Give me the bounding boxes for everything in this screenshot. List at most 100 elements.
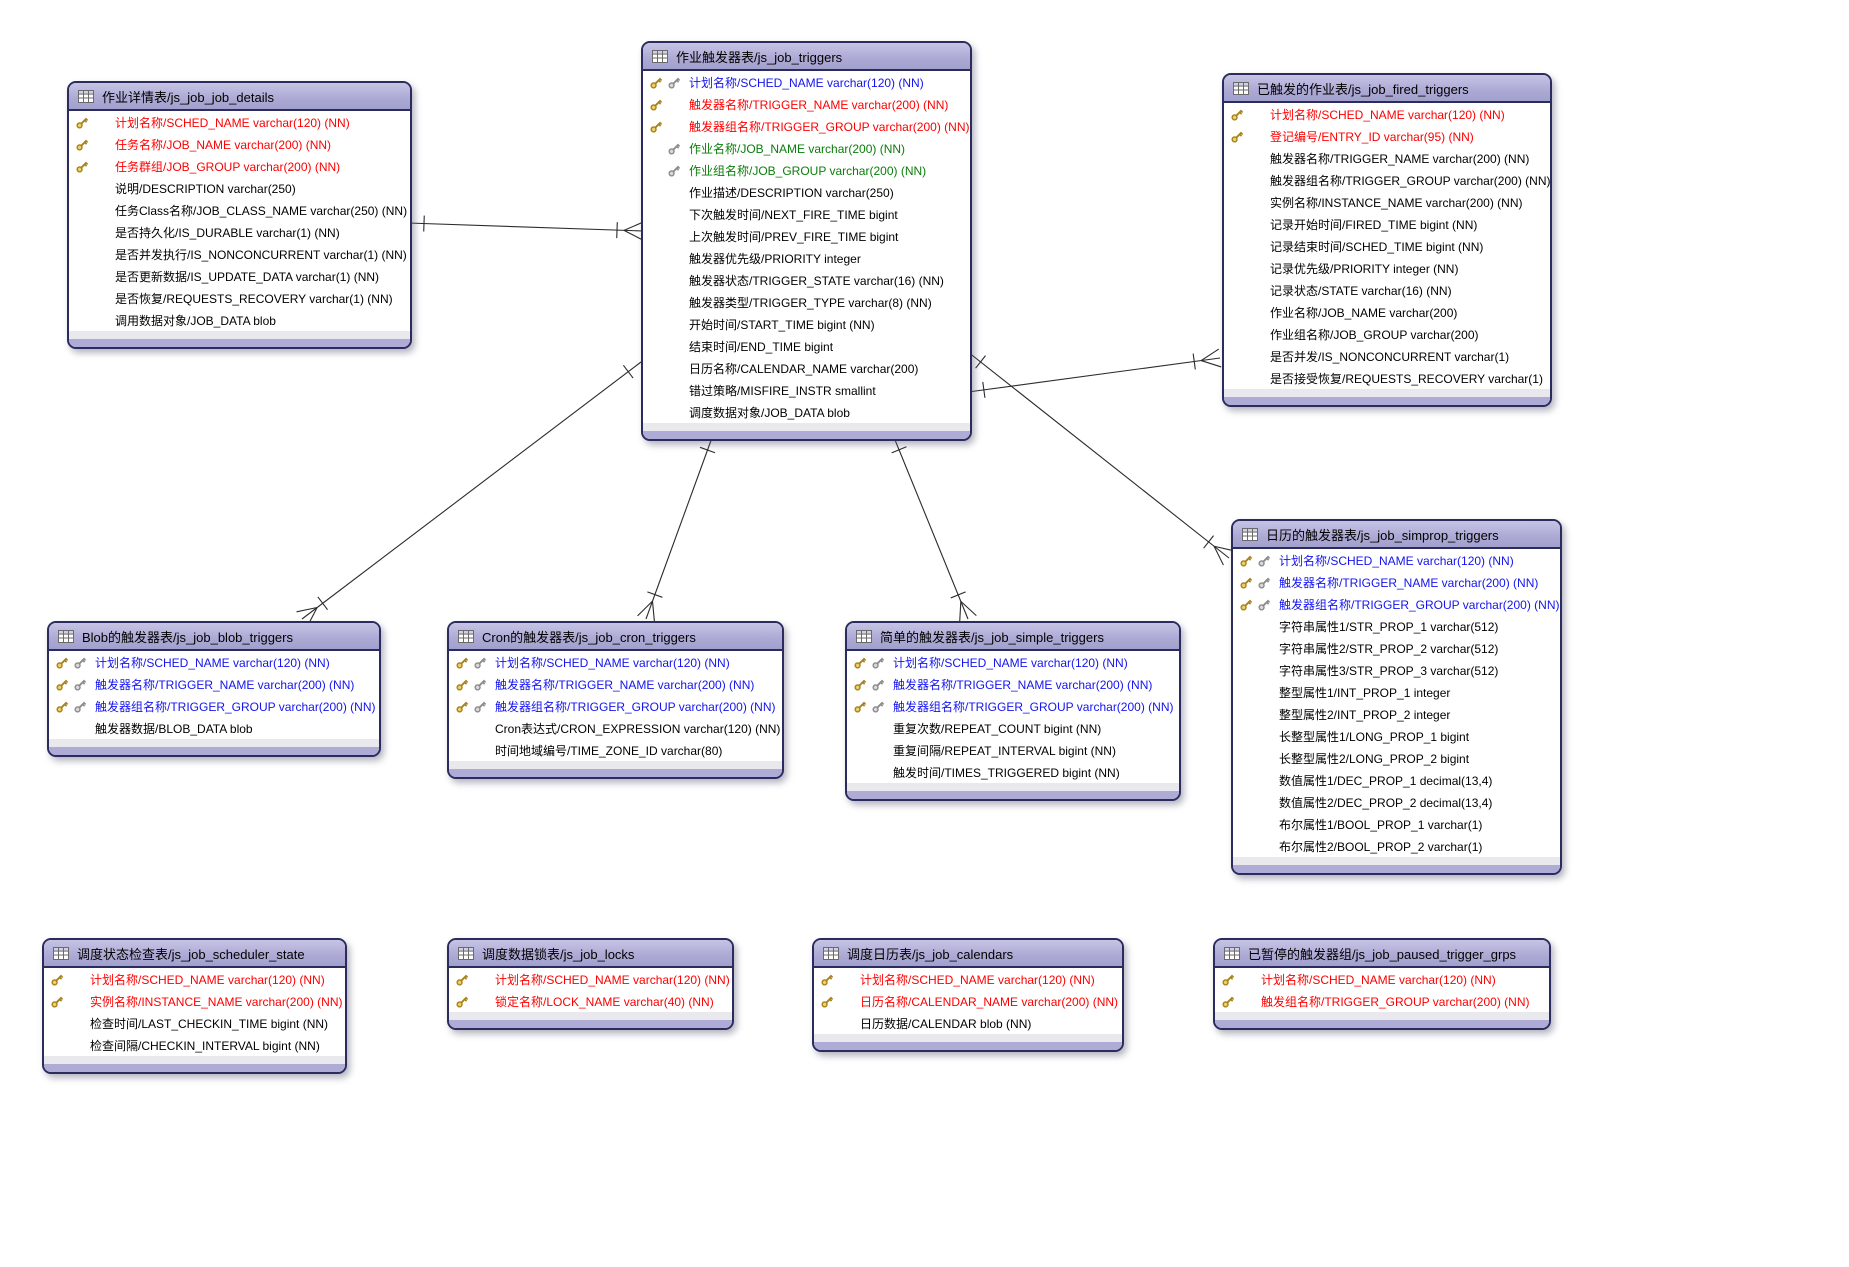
field-row[interactable]: 计划名称/SCHED_NAME varchar(120) (NN): [69, 111, 410, 133]
field-row[interactable]: 日历名称/CALENDAR_NAME varchar(200): [643, 357, 970, 379]
relationship-js_job_triggers-to-js_job_cron_triggers[interactable]: [637, 434, 716, 623]
field-row[interactable]: 触发器组名称/TRIGGER_GROUP varchar(200) (NN): [847, 695, 1179, 717]
field-row[interactable]: 是否并发/IS_NONCONCURRENT varchar(1): [1224, 345, 1550, 367]
field-row[interactable]: 触发器名称/TRIGGER_NAME varchar(200) (NN): [49, 673, 379, 695]
field-row[interactable]: 计划名称/SCHED_NAME varchar(120) (NN): [49, 651, 379, 673]
field-row[interactable]: 锁定名称/LOCK_NAME varchar(40) (NN): [449, 990, 732, 1012]
field-row[interactable]: 作业组名称/JOB_GROUP varchar(200) (NN): [643, 159, 970, 181]
field-row[interactable]: 是否接受恢复/REQUESTS_RECOVERY varchar(1): [1224, 367, 1550, 389]
field-row[interactable]: 长整型属性1/LONG_PROP_1 bigint: [1233, 725, 1560, 747]
field-row[interactable]: 触发时间/TIMES_TRIGGERED bigint (NN): [847, 761, 1179, 783]
field-row[interactable]: 作业组名称/JOB_GROUP varchar(200): [1224, 323, 1550, 345]
field-row[interactable]: 计划名称/SCHED_NAME varchar(120) (NN): [44, 968, 345, 990]
table-header[interactable]: 调度状态检查表/js_job_scheduler_state: [44, 940, 345, 968]
field-row[interactable]: 触发器组名称/TRIGGER_GROUP varchar(200) (NN): [49, 695, 379, 717]
field-row[interactable]: 触发器名称/TRIGGER_NAME varchar(200) (NN): [1224, 147, 1550, 169]
field-row[interactable]: 检查间隔/CHECKIN_INTERVAL bigint (NN): [44, 1034, 345, 1056]
field-row[interactable]: 重复次数/REPEAT_COUNT bigint (NN): [847, 717, 1179, 739]
field-row[interactable]: 数值属性2/DEC_PROP_2 decimal(13,4): [1233, 791, 1560, 813]
field-row[interactable]: 记录状态/STATE varchar(16) (NN): [1224, 279, 1550, 301]
table-header[interactable]: Blob的触发器表/js_job_blob_triggers: [49, 623, 379, 651]
table-header[interactable]: 日历的触发器表/js_job_simprop_triggers: [1233, 521, 1560, 549]
relationship-js_job_triggers-to-js_job_simple_triggers[interactable]: [891, 434, 977, 623]
field-row[interactable]: 计划名称/SCHED_NAME varchar(120) (NN): [1233, 549, 1560, 571]
field-row[interactable]: 触发器名称/TRIGGER_NAME varchar(200) (NN): [1233, 571, 1560, 593]
field-row[interactable]: 作业描述/DESCRIPTION varchar(250): [643, 181, 970, 203]
field-row[interactable]: 任务群组/JOB_GROUP varchar(200) (NN): [69, 155, 410, 177]
field-row[interactable]: 错过策略/MISFIRE_INSTR smallint: [643, 379, 970, 401]
field-row[interactable]: 下次触发时间/NEXT_FIRE_TIME bigint: [643, 203, 970, 225]
table-header[interactable]: 简单的触发器表/js_job_simple_triggers: [847, 623, 1179, 651]
field-row[interactable]: 重复间隔/REPEAT_INTERVAL bigint (NN): [847, 739, 1179, 761]
field-row[interactable]: 是否更新数据/IS_UPDATE_DATA varchar(1) (NN): [69, 265, 410, 287]
field-row[interactable]: 触发器类型/TRIGGER_TYPE varchar(8) (NN): [643, 291, 970, 313]
relationship-js_job_triggers-to-js_job_blob_triggers[interactable]: [296, 361, 642, 627]
table-header[interactable]: 已触发的作业表/js_job_fired_triggers: [1224, 75, 1550, 103]
field-row[interactable]: 触发组名称/TRIGGER_GROUP varchar(200) (NN): [1215, 990, 1549, 1012]
field-row[interactable]: 触发器组名称/TRIGGER_GROUP varchar(200) (NN): [1233, 593, 1560, 615]
field-row[interactable]: 作业名称/JOB_NAME varchar(200): [1224, 301, 1550, 323]
field-row[interactable]: 整型属性1/INT_PROP_1 integer: [1233, 681, 1560, 703]
field-row[interactable]: 触发器组名称/TRIGGER_GROUP varchar(200) (NN): [643, 115, 970, 137]
field-row[interactable]: 计划名称/SCHED_NAME varchar(120) (NN): [814, 968, 1122, 990]
field-row[interactable]: 数值属性1/DEC_PROP_1 decimal(13,4): [1233, 769, 1560, 791]
field-row[interactable]: 实例名称/INSTANCE_NAME varchar(200) (NN): [44, 990, 345, 1012]
field-row[interactable]: 日历数据/CALENDAR blob (NN): [814, 1012, 1122, 1034]
field-row[interactable]: 触发器组名称/TRIGGER_GROUP varchar(200) (NN): [449, 695, 782, 717]
field-row[interactable]: 计划名称/SCHED_NAME varchar(120) (NN): [449, 651, 782, 673]
field-row[interactable]: 长整型属性2/LONG_PROP_2 bigint: [1233, 747, 1560, 769]
field-row[interactable]: 时间地域编号/TIME_ZONE_ID varchar(80): [449, 739, 782, 761]
relationship-js_job_triggers-to-js_job_simprop_triggers[interactable]: [967, 351, 1235, 566]
table-header[interactable]: 调度数据锁表/js_job_locks: [449, 940, 732, 968]
field-row[interactable]: 上次触发时间/PREV_FIRE_TIME bigint: [643, 225, 970, 247]
field-row[interactable]: 任务Class名称/JOB_CLASS_NAME varchar(250) (N…: [69, 199, 410, 221]
field-row[interactable]: 说明/DESCRIPTION varchar(250): [69, 177, 410, 199]
field-row[interactable]: 调度数据对象/JOB_DATA blob: [643, 401, 970, 423]
field-row[interactable]: 检查时间/LAST_CHECKIN_TIME bigint (NN): [44, 1012, 345, 1034]
field-row[interactable]: 开始时间/START_TIME bigint (NN): [643, 313, 970, 335]
field-row[interactable]: 调用数据对象/JOB_DATA blob: [69, 309, 410, 331]
field-row[interactable]: 触发器名称/TRIGGER_NAME varchar(200) (NN): [449, 673, 782, 695]
field-row[interactable]: 日历名称/CALENDAR_NAME varchar(200) (NN): [814, 990, 1122, 1012]
field-row[interactable]: 登记编号/ENTRY_ID varchar(95) (NN): [1224, 125, 1550, 147]
field-row[interactable]: 计划名称/SCHED_NAME varchar(120) (NN): [1224, 103, 1550, 125]
field-row[interactable]: 计划名称/SCHED_NAME varchar(120) (NN): [449, 968, 732, 990]
field-row[interactable]: 布尔属性1/BOOL_PROP_1 varchar(1): [1233, 813, 1560, 835]
field-row[interactable]: 触发器名称/TRIGGER_NAME varchar(200) (NN): [847, 673, 1179, 695]
table-header[interactable]: 已暂停的触发器组/js_job_paused_trigger_grps: [1215, 940, 1549, 968]
field-row[interactable]: 记录结束时间/SCHED_TIME bigint (NN): [1224, 235, 1550, 257]
table-header[interactable]: Cron的触发器表/js_job_cron_triggers: [449, 623, 782, 651]
field-row[interactable]: 是否并发执行/IS_NONCONCURRENT varchar(1) (NN): [69, 243, 410, 265]
field-row[interactable]: 实例名称/INSTANCE_NAME varchar(200) (NN): [1224, 191, 1550, 213]
table-header[interactable]: 调度日历表/js_job_calendars: [814, 940, 1122, 968]
field-row[interactable]: 计划名称/SCHED_NAME varchar(120) (NN): [847, 651, 1179, 673]
field-row[interactable]: 记录优先级/PRIORITY integer (NN): [1224, 257, 1550, 279]
field-row[interactable]: 字符串属性3/STR_PROP_3 varchar(512): [1233, 659, 1560, 681]
field-row[interactable]: 结束时间/END_TIME bigint: [643, 335, 970, 357]
field-row[interactable]: 计划名称/SCHED_NAME varchar(120) (NN): [1215, 968, 1549, 990]
relationship-js_job_triggers-to-js_job_fired_triggers[interactable]: [967, 348, 1222, 398]
table-header[interactable]: 作业详情表/js_job_job_details: [69, 83, 410, 111]
field-row[interactable]: 整型属性2/INT_PROP_2 integer: [1233, 703, 1560, 725]
field-row[interactable]: 触发器组名称/TRIGGER_GROUP varchar(200) (NN): [1224, 169, 1550, 191]
field-row[interactable]: Cron表达式/CRON_EXPRESSION varchar(120) (NN…: [449, 717, 782, 739]
field-row[interactable]: 计划名称/SCHED_NAME varchar(120) (NN): [643, 71, 970, 93]
field-row[interactable]: 触发器数据/BLOB_DATA blob: [49, 717, 379, 739]
field-row[interactable]: 记录开始时间/FIRED_TIME bigint (NN): [1224, 213, 1550, 235]
field-row[interactable]: 触发器状态/TRIGGER_STATE varchar(16) (NN): [643, 269, 970, 291]
field-row[interactable]: 触发器优先级/PRIORITY integer: [643, 247, 970, 269]
field-row[interactable]: 字符串属性1/STR_PROP_1 varchar(512): [1233, 615, 1560, 637]
field-row[interactable]: 是否持久化/IS_DURABLE varchar(1) (NN): [69, 221, 410, 243]
field-row[interactable]: 作业名称/JOB_NAME varchar(200) (NN): [643, 137, 970, 159]
